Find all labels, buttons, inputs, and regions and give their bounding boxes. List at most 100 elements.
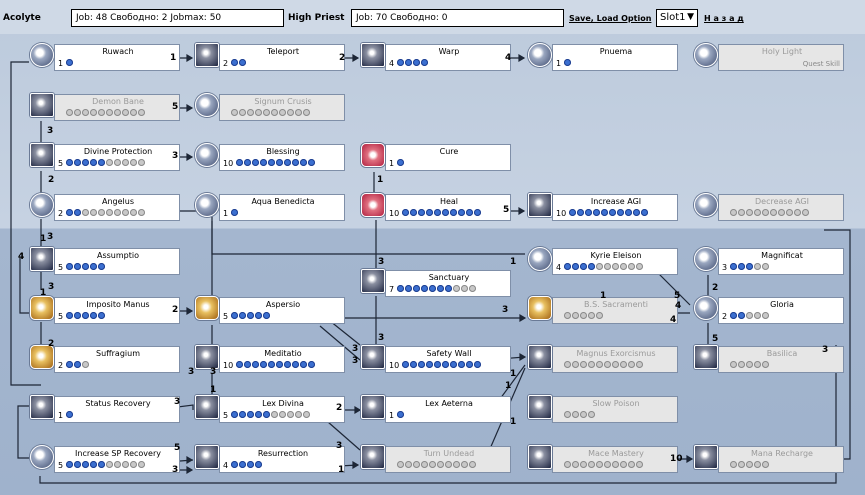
imposito-manus-icon[interactable] [30,296,54,320]
level-point[interactable] [82,361,89,368]
level-point[interactable] [239,461,246,468]
level-point[interactable] [572,461,579,468]
skill-level-dots[interactable] [231,209,239,218]
level-point[interactable] [453,285,460,292]
level-point[interactable] [231,109,238,116]
holy-light-icon[interactable] [694,43,718,67]
level-point[interactable] [628,361,635,368]
level-point[interactable] [746,312,753,319]
level-point[interactable] [421,59,428,66]
level-point[interactable] [604,461,611,468]
skill-level-dots[interactable] [730,361,770,370]
skill-level-dots[interactable] [730,209,810,218]
angelus-icon[interactable] [30,193,54,217]
level-point[interactable] [74,109,81,116]
level-point[interactable] [287,109,294,116]
level-point[interactable] [236,361,243,368]
level-point[interactable] [738,312,745,319]
level-point[interactable] [239,109,246,116]
level-point[interactable] [746,361,753,368]
level-point[interactable] [620,263,627,270]
level-point[interactable] [437,285,444,292]
level-point[interactable] [612,263,619,270]
level-point[interactable] [138,109,145,116]
aqua-benedicta-icon[interactable] [195,193,219,217]
level-point[interactable] [588,411,595,418]
level-point[interactable] [276,361,283,368]
level-point[interactable] [421,461,428,468]
level-point[interactable] [308,159,315,166]
level-point[interactable] [572,361,579,368]
level-point[interactable] [588,263,595,270]
level-point[interactable] [633,209,640,216]
blessing-icon[interactable] [195,143,219,167]
kyrie-eleison-icon[interactable] [528,247,552,271]
level-point[interactable] [437,461,444,468]
back-link[interactable]: Н а з а д [704,14,744,23]
level-point[interactable] [397,59,404,66]
level-point[interactable] [466,209,473,216]
level-point[interactable] [620,461,627,468]
level-point[interactable] [564,263,571,270]
basilica-icon[interactable] [694,345,718,369]
level-point[interactable] [453,461,460,468]
level-point[interactable] [292,361,299,368]
level-point[interactable] [90,109,97,116]
level-point[interactable] [461,285,468,292]
skill-level-dots[interactable] [397,59,429,68]
cure-icon[interactable] [361,143,385,167]
b-s-sacramenti-icon[interactable] [528,296,552,320]
level-point[interactable] [730,209,737,216]
skill-signum-crusis[interactable]: Signum Crusis [195,93,345,121]
level-point[interactable] [98,263,105,270]
level-point[interactable] [114,209,121,216]
level-point[interactable] [466,361,473,368]
level-point[interactable] [74,312,81,319]
skill-magnus-exorcismus[interactable]: Magnus Exorcismus [528,345,678,373]
level-point[interactable] [754,312,761,319]
level-point[interactable] [268,159,275,166]
level-point[interactable] [620,361,627,368]
level-point[interactable] [596,361,603,368]
level-point[interactable] [66,361,73,368]
level-point[interactable] [636,361,643,368]
skill-mace-mastery[interactable]: Mace Mastery [528,445,678,473]
level-point[interactable] [284,159,291,166]
level-point[interactable] [564,59,571,66]
level-point[interactable] [612,461,619,468]
skill-turn-undead[interactable]: Turn Undead [361,445,511,473]
level-point[interactable] [82,263,89,270]
level-point[interactable] [738,361,745,368]
skill-level-dots[interactable] [564,312,604,321]
level-point[interactable] [636,263,643,270]
level-point[interactable] [231,59,238,66]
level-point[interactable] [397,285,404,292]
level-point[interactable] [572,312,579,319]
level-point[interactable] [588,312,595,319]
level-point[interactable] [458,361,465,368]
level-point[interactable] [90,159,97,166]
level-point[interactable] [738,263,745,270]
level-point[interactable] [122,209,129,216]
level-point[interactable] [402,361,409,368]
level-point[interactable] [231,312,238,319]
level-point[interactable] [564,312,571,319]
level-point[interactable] [130,159,137,166]
skill-level-dots[interactable] [402,361,482,370]
level-point[interactable] [469,461,476,468]
ruwach-icon[interactable] [30,43,54,67]
level-point[interactable] [596,312,603,319]
level-point[interactable] [252,361,259,368]
level-point[interactable] [625,209,632,216]
level-point[interactable] [66,263,73,270]
level-point[interactable] [122,461,129,468]
mana-recharge-icon[interactable] [694,445,718,469]
level-point[interactable] [593,209,600,216]
warp-icon[interactable] [361,43,385,67]
level-point[interactable] [303,411,310,418]
